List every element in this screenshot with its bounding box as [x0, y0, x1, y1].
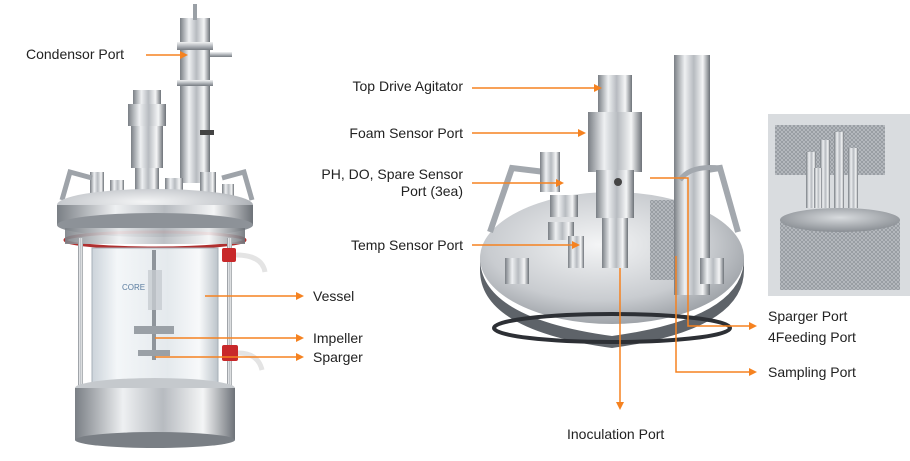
label-temp-sensor-port: Temp Sensor Port	[350, 237, 463, 253]
label-impeller: Impeller	[313, 330, 363, 346]
label-ph-do-spare-sensor-port: PH, DO, Spare Sensor Port (3ea)	[300, 166, 463, 200]
arrow-sampling-port	[675, 256, 757, 376]
label-sparger-port: Sparger Port	[768, 308, 848, 324]
top-plate-photo	[480, 55, 744, 348]
arrow-sparger-port	[650, 177, 757, 330]
label-sparger-port-group: Sparger Port 4Feeding Port	[768, 308, 856, 346]
label-ph-do-line1: PH, DO, Spare Sensor	[321, 166, 463, 182]
label-sparger: Sparger	[313, 349, 363, 365]
label-sampling-port: Sampling Port	[768, 364, 856, 380]
label-inoculation-port: Inoculation Port	[567, 426, 665, 442]
label-feeding-port: 4Feeding Port	[768, 329, 856, 345]
vessel-logo: CORE	[122, 283, 145, 292]
bioreactor-photo: CORE	[57, 4, 268, 448]
sparger-closeup-photo	[768, 114, 910, 296]
callout-arrows	[146, 51, 757, 410]
label-ph-do-line2: Port (3ea)	[400, 183, 463, 199]
label-foam-sensor-port: Foam Sensor Port	[349, 125, 463, 141]
label-condensor-port: Condensor Port	[26, 46, 125, 62]
label-vessel: Vessel	[313, 288, 355, 304]
label-top-drive-agitator: Top Drive Agitator	[352, 78, 464, 94]
